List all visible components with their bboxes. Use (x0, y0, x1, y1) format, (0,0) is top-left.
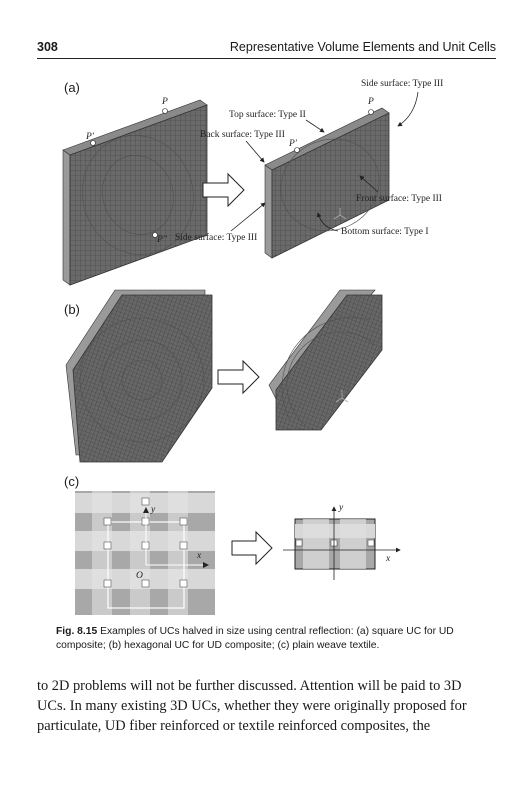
figure-8-15: P P' P'' P P' Side surface: Type III Top… (62, 78, 443, 615)
body-line-3: particulate, UD fiber reinforced or text… (37, 718, 431, 734)
half-weave-x-axis-label: x (385, 554, 391, 564)
label-side-surface-bottom: Side surface: Type III (175, 232, 257, 243)
running-title: Representative Volume Elements and Unit … (229, 40, 496, 54)
label-side-surface-top: Side surface: Type III (361, 78, 443, 89)
arrow-c (231, 530, 273, 566)
figure-number: Fig. 8.15 (56, 626, 98, 637)
point-p-prime-label: P' (85, 132, 95, 142)
panel-a-label: (a) (64, 80, 80, 95)
page-number: 308 (37, 40, 58, 54)
weave-origin-label: O (136, 571, 143, 581)
label-front-surface: Front surface: Type III (356, 193, 442, 204)
panel-a-square-uc-full (62, 99, 208, 286)
half-weave-y-axis-label: y (338, 503, 344, 513)
panel-b-label: (b) (64, 302, 80, 317)
panel-b-hex-uc-full (65, 289, 213, 463)
body-line-1: to 2D problems will not be further discu… (37, 678, 462, 694)
axes-triad-a-icon (333, 208, 347, 220)
panel-c-plain-weave-half (283, 506, 401, 580)
arrow-a (202, 172, 245, 208)
figure-caption: Fig. 8.15 Examples of UCs halved in size… (56, 625, 476, 653)
panel-c-plain-weave (75, 491, 215, 615)
axes-triad-b-icon (335, 390, 349, 403)
point-p-label: P (161, 97, 168, 107)
panel-b-hex-uc-half (268, 289, 383, 431)
weave-y-axis-label: y (150, 505, 156, 515)
point-p-prime-label-half: P' (288, 139, 298, 149)
running-header: 308 Representative Volume Elements and U… (37, 38, 496, 59)
arrow-b (217, 359, 260, 395)
panel-a-square-uc-half (264, 107, 390, 259)
body-paragraph: to 2D problems will not be further discu… (37, 676, 496, 736)
point-p-dprime-label: P'' (156, 235, 168, 245)
weave-x-axis-label: x (196, 551, 202, 561)
label-back-surface: Back surface: Type III (200, 129, 285, 140)
label-bottom-surface: Bottom surface: Type I (341, 226, 429, 237)
panel-c-label: (c) (64, 474, 80, 489)
caption-text: Examples of UCs halved in size using cen… (56, 626, 454, 651)
label-top-surface: Top surface: Type II (229, 109, 306, 120)
body-line-2: UCs. In many existing 3D UCs, whether th… (37, 698, 467, 714)
point-p-label-half: P (367, 97, 374, 107)
